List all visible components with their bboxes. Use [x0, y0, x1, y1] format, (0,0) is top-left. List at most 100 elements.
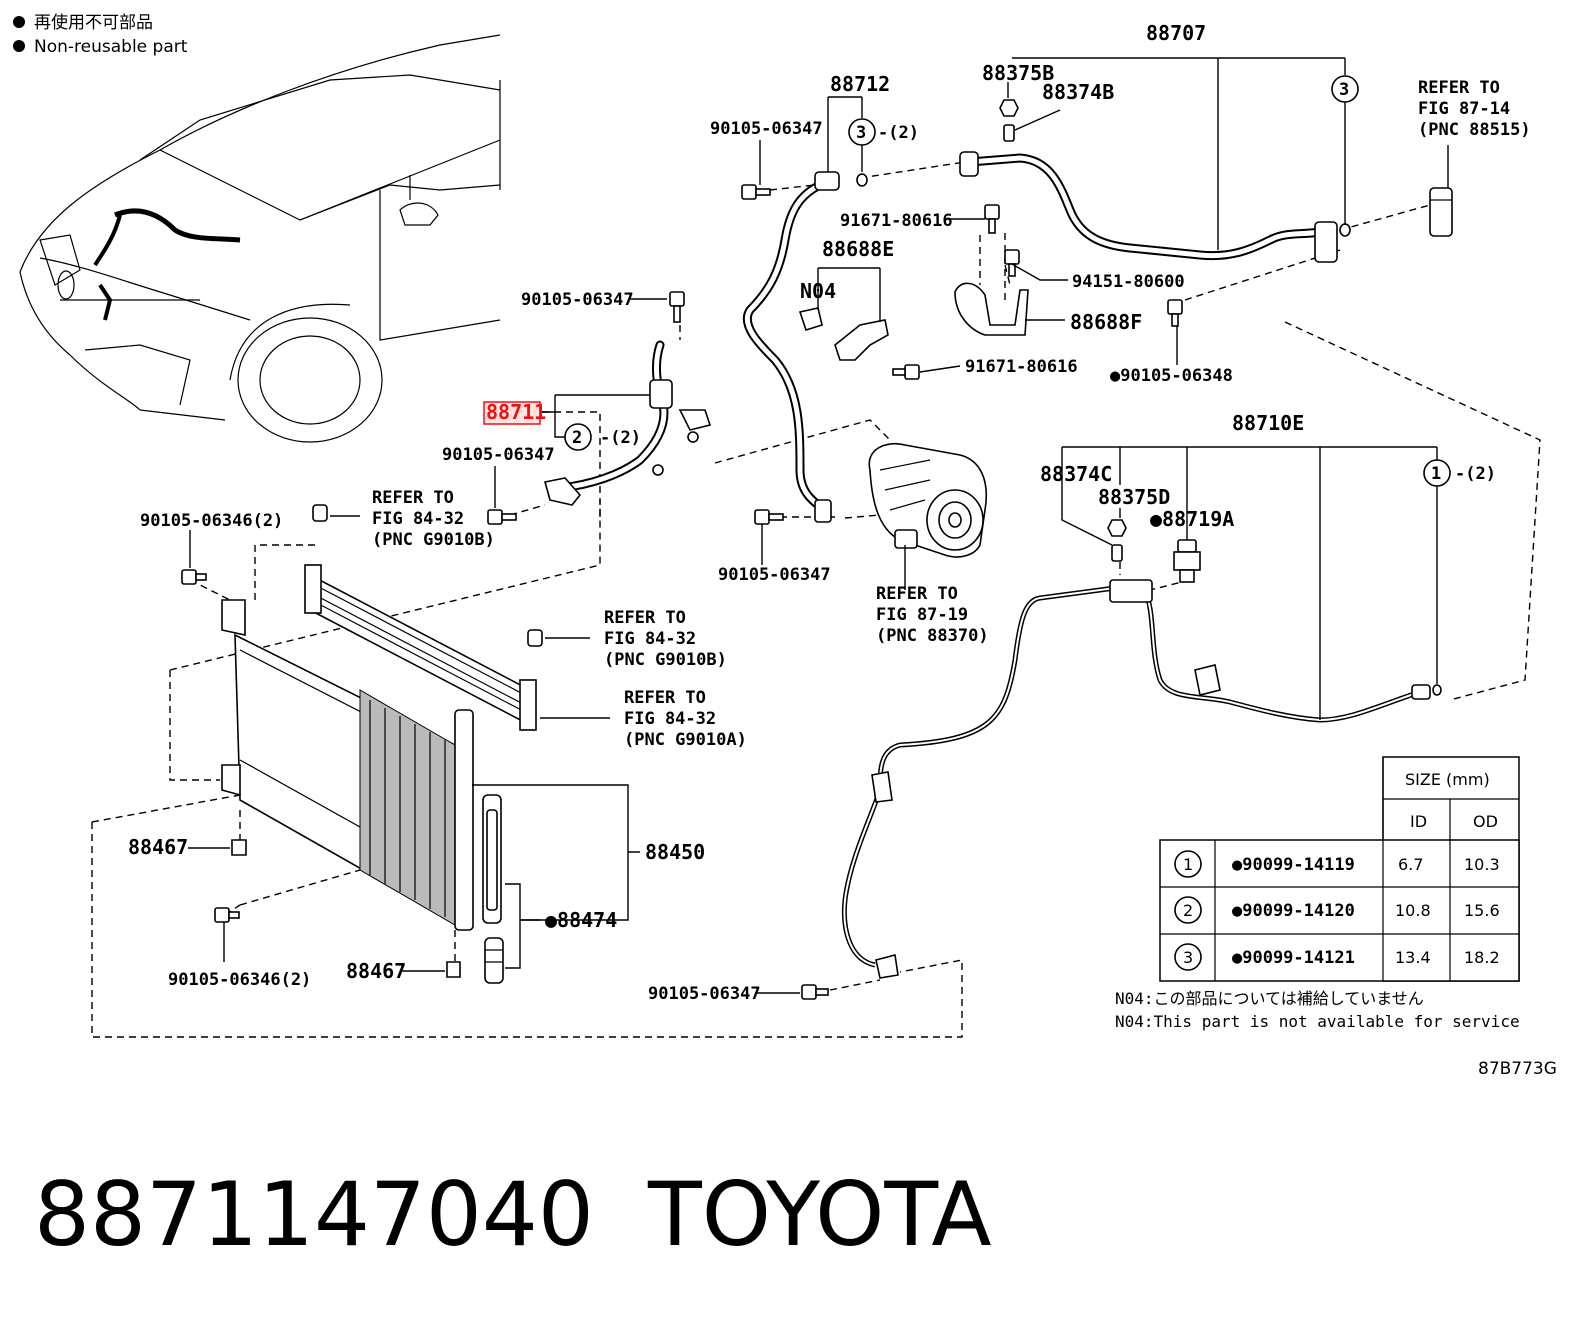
ref-fig84-32-top[interactable]: REFER TO FIG 84-32 (PNC G9010B) [372, 488, 495, 550]
valve-core-88374C[interactable] [1111, 544, 1123, 562]
note-en: N04:This part is not available for servi… [1115, 1012, 1520, 1031]
label-88374C[interactable]: 88374C [1040, 462, 1112, 486]
ref-fig87-14[interactable]: REFER TO FIG 87-14 (PNC 88515) [1418, 78, 1531, 140]
legend-en: Non-reusable part [34, 37, 188, 57]
pipe-88710E[interactable] [841, 579, 1442, 979]
bolt-icon[interactable] [1167, 299, 1183, 327]
callout-3-88707: 3 [1339, 80, 1349, 100]
bracket-88688E[interactable] [834, 319, 889, 361]
ref-fig87-19[interactable]: REFER TO FIG 87-19 (PNC 88370) [876, 584, 989, 646]
label-88688E[interactable]: 88688E [822, 237, 894, 261]
connector-88515 [1429, 187, 1453, 237]
ref-fig84-32-mid[interactable]: REFER TO FIG 84-32 (PNC G9010B) [604, 608, 727, 670]
ref-line: REFER TO [624, 688, 706, 708]
ref-line: FIG 87-19 [876, 605, 968, 625]
legend-jp: 再使用不可部品 [34, 12, 153, 33]
label-88710E[interactable]: 88710E [1232, 411, 1304, 435]
table-row-id: 6.7 [1398, 855, 1423, 874]
label-90105-06347-bottom[interactable]: 90105-06347 [648, 984, 761, 1004]
fitting-88375B[interactable] [999, 99, 1019, 117]
compressor [868, 443, 987, 558]
table-header-size: SIZE (mm) [1405, 770, 1490, 789]
label-88688F[interactable]: 88688F [1070, 310, 1142, 334]
label-90105-06346-bottom[interactable]: 90105-06346(2) [168, 970, 311, 990]
label-88375B[interactable]: 88375B [982, 61, 1054, 85]
fitting-88375D[interactable] [1107, 519, 1127, 537]
callout-3-88712-qty: -(2) [878, 123, 919, 143]
callout-1-88710E: 1 [1431, 464, 1441, 484]
label-88711-highlighted[interactable]: 88711 [486, 400, 546, 424]
ref-line: (PNC G9010B) [604, 650, 727, 670]
ref-line: FIG 84-32 [624, 709, 716, 729]
highlight-box [483, 401, 541, 425]
label-88374B[interactable]: 88374B [1042, 80, 1114, 104]
ref-fig84-32-a[interactable]: REFER TO FIG 84-32 (PNC G9010A) [624, 688, 747, 750]
ref-line: FIG 84-32 [372, 509, 464, 529]
hose-88712[interactable] [742, 171, 868, 523]
bolt-icon[interactable] [984, 204, 1000, 234]
non-reusable-bullet-icon [13, 16, 25, 28]
hose-88707[interactable] [959, 151, 1351, 263]
bolt-icon[interactable] [741, 184, 771, 200]
label-88467-lower[interactable]: 88467 [346, 959, 406, 983]
callout-2-88711: 2 [572, 428, 582, 448]
caption-brand: TOYOTA [647, 1163, 992, 1266]
label-90105-06348[interactable]: ●90105-06348 [1110, 366, 1233, 386]
bolt-icon[interactable] [892, 364, 920, 380]
label-90105-06347-left[interactable]: 90105-06347 [521, 290, 634, 310]
seal-size-3-callout [848, 118, 876, 146]
pressure-switch-88719A[interactable] [1173, 539, 1201, 583]
label-88707[interactable]: 88707 [1146, 21, 1206, 45]
bolt-icon[interactable] [181, 569, 207, 585]
valve-core-88374B[interactable] [1003, 124, 1015, 142]
label-88375D[interactable]: 88375D [1098, 485, 1170, 509]
bolt-icon[interactable] [487, 509, 517, 525]
ref-line: FIG 87-14 [1418, 99, 1510, 119]
table-row-part[interactable]: ●90099-14119 [1232, 855, 1355, 875]
label-90105-06347-top[interactable]: 90105-06347 [710, 119, 823, 139]
callout-2-88711-qty: -(2) [600, 428, 641, 448]
condenser-filter-88474[interactable] [482, 794, 504, 984]
seal-size-3-callout [1331, 75, 1359, 103]
seal-size-1-callout [1423, 459, 1451, 487]
clip-N04[interactable] [798, 307, 823, 331]
bolt-icon[interactable] [669, 291, 685, 323]
bracket-88688F[interactable] [954, 282, 1029, 336]
label-90105-06347-mid[interactable]: 90105-06347 [442, 445, 555, 465]
hose-88711[interactable] [543, 340, 712, 506]
label-94151-80600[interactable]: 94151-80600 [1072, 272, 1185, 292]
condenser-88450[interactable] [221, 564, 537, 931]
label-88474[interactable]: ●88474 [545, 908, 617, 932]
cushion-88467-lower[interactable] [446, 961, 461, 978]
label-88467-upper[interactable]: 88467 [128, 835, 188, 859]
table-row-part[interactable]: ●90099-14121 [1232, 948, 1355, 968]
label-91671-80616-upper[interactable]: 91671-80616 [840, 211, 953, 231]
label-91671-80616-lower[interactable]: 91671-80616 [965, 357, 1078, 377]
bolt-icon[interactable] [1004, 249, 1020, 277]
ref-line: (PNC G9010A) [624, 730, 747, 750]
ref-line: REFER TO [604, 608, 686, 628]
ref-line: REFER TO [1418, 78, 1500, 98]
table-row-mark: 3 [1183, 948, 1193, 967]
label-N04[interactable]: N04 [800, 279, 836, 303]
label-88712[interactable]: 88712 [830, 72, 890, 96]
bolt-icon[interactable] [754, 509, 784, 525]
cushion-88467-upper[interactable] [231, 839, 247, 856]
callout-1-88710E-qty: -(2) [1455, 464, 1496, 484]
table-row-mark: 1 [1183, 855, 1193, 874]
table-row-id: 13.4 [1395, 948, 1431, 967]
seal-size-2-callout [564, 423, 592, 451]
table-row-part[interactable]: ●90099-14120 [1232, 901, 1355, 921]
table-col-id: ID [1410, 812, 1427, 831]
label-88450[interactable]: 88450 [645, 840, 705, 864]
label-90105-06346-top[interactable]: 90105-06346(2) [140, 511, 283, 531]
ref-line: REFER TO [876, 584, 958, 604]
ref-line: (PNC G9010B) [372, 530, 495, 550]
label-88719A[interactable]: ●88719A [1150, 507, 1234, 531]
label-90105-06347-compressor[interactable]: 90105-06347 [718, 565, 831, 585]
bolt-icon[interactable] [801, 984, 829, 1000]
cap-g9010b-top [312, 504, 328, 522]
bolt-icon[interactable] [214, 907, 240, 923]
ref-line: FIG 84-32 [604, 629, 696, 649]
